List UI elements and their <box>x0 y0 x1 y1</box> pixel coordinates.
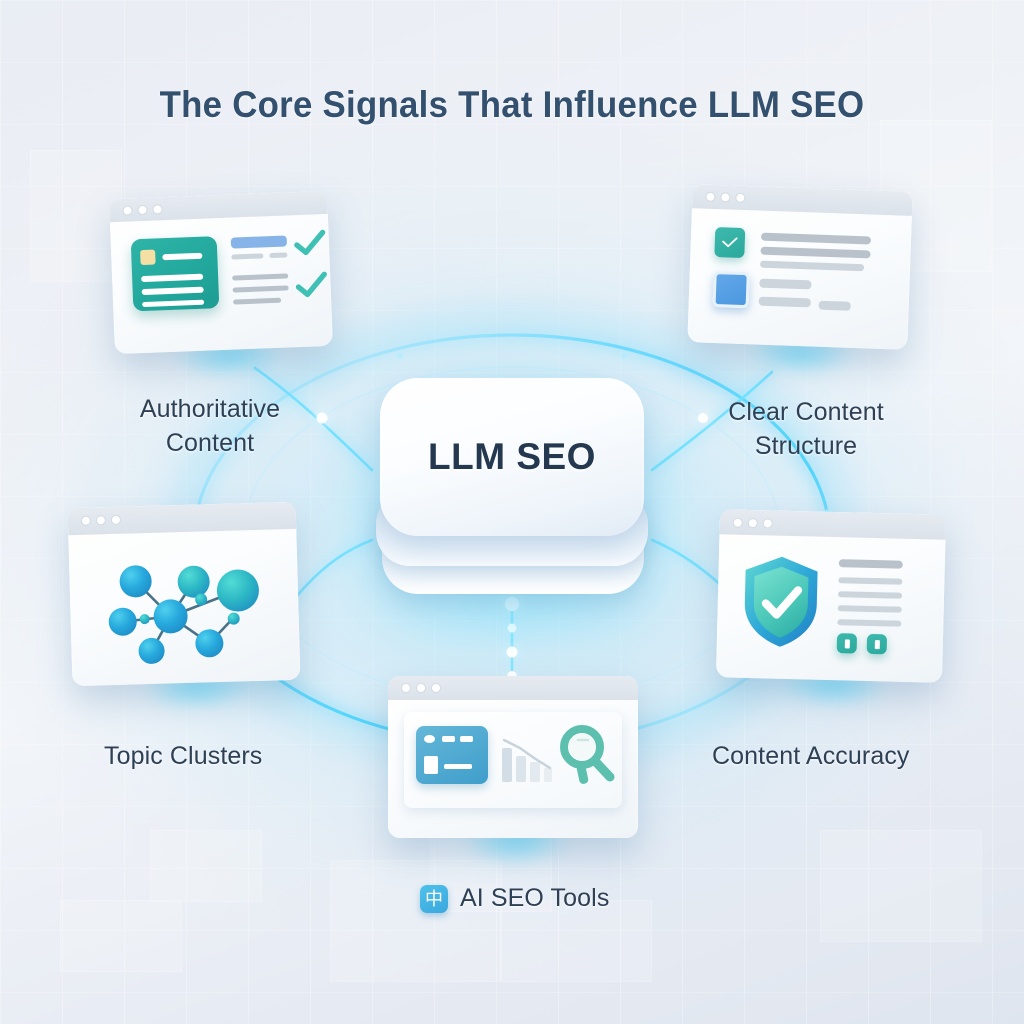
content-line <box>837 619 902 627</box>
content-line <box>758 296 811 308</box>
thumb-line <box>460 736 473 743</box>
window-dot <box>763 518 772 528</box>
content-line <box>141 273 204 283</box>
shield-check-icon <box>744 556 818 647</box>
window-dot <box>153 204 162 214</box>
content-line <box>838 577 903 585</box>
thumb-line <box>442 736 455 743</box>
badge-glyph <box>874 639 880 649</box>
content-line <box>838 559 903 569</box>
node-card-content-accuracy[interactable] <box>715 509 947 708</box>
checkbox-checked-icon <box>714 226 746 258</box>
node-card-ai-seo-tools[interactable] <box>388 676 638 864</box>
node-label-content-accuracy: Content Accuracy <box>712 742 910 770</box>
content-line <box>233 297 282 305</box>
window-dot <box>402 684 410 693</box>
window-dot <box>417 684 425 693</box>
window-dot <box>138 205 147 214</box>
highlight-line <box>230 235 288 249</box>
accent-square <box>140 249 156 266</box>
window-dot <box>432 684 440 693</box>
content-line <box>141 286 204 296</box>
small-badge-icon <box>836 633 858 654</box>
checkmark-icon <box>294 229 326 256</box>
node-label-ai-seo-tools: 中 AI SEO Tools <box>420 882 609 916</box>
blue-square-icon <box>712 270 750 308</box>
structured-layout-window-icon <box>687 184 913 350</box>
analytics-search-window-icon <box>388 676 638 838</box>
window-content <box>388 700 638 838</box>
center-node-face <box>380 378 644 536</box>
network-graph-window-icon <box>67 501 301 687</box>
node-card-topic-clusters[interactable] <box>67 501 301 711</box>
thumb-block <box>424 756 438 775</box>
node-label-topic-clusters: Topic Clusters <box>104 742 263 770</box>
node-label-clear-content-structure: Clear Content Structure <box>728 398 884 460</box>
content-line <box>232 273 289 281</box>
window-dot <box>111 516 121 525</box>
network-graph <box>108 565 259 664</box>
thumb-line <box>444 764 472 770</box>
window-dot <box>96 516 106 525</box>
content-line <box>162 252 203 261</box>
content-line <box>759 278 812 290</box>
content-line <box>232 285 289 293</box>
node-card-authoritative-content[interactable] <box>109 190 333 379</box>
window-dot <box>706 192 715 201</box>
window-dot <box>81 516 91 526</box>
window-dot <box>748 518 757 527</box>
window-content <box>110 214 333 354</box>
content-line <box>837 591 903 599</box>
content-line <box>759 260 865 271</box>
thumb-dot <box>424 735 435 744</box>
window-dot <box>736 193 745 202</box>
badge-glyph <box>844 639 850 649</box>
content-line <box>818 300 851 311</box>
window-titlebar <box>388 676 638 701</box>
window-dot <box>733 518 742 527</box>
ai-tools-badge-icon: 中 <box>420 884 448 913</box>
bar-chart-icon <box>502 739 552 783</box>
small-badge-icon <box>866 634 888 655</box>
content-line <box>231 253 264 260</box>
content-line <box>760 246 871 259</box>
node-card-clear-content-structure[interactable] <box>687 184 913 376</box>
shield-check-window-icon <box>715 509 947 683</box>
check-glyph <box>722 237 738 247</box>
checkmark-icon <box>295 271 327 298</box>
center-node-label: LLM SEO <box>428 436 596 477</box>
content-line <box>269 252 288 259</box>
page-title: The Core Signals That Influence LLM SEO <box>159 84 865 125</box>
window-dot <box>721 193 730 202</box>
document-window-with-checks-icon <box>109 190 333 355</box>
window-content <box>716 534 945 682</box>
magnifier-icon <box>560 725 615 785</box>
center-node-llm-seo[interactable]: LLM SEO <box>326 350 698 640</box>
window-content <box>68 529 300 687</box>
ai-seo-tools-text: AI SEO Tools <box>460 884 610 912</box>
window-dot <box>123 206 132 215</box>
window-content <box>687 208 912 350</box>
teal-content-block <box>130 236 220 312</box>
content-line <box>837 605 902 613</box>
inner-panel <box>404 712 622 809</box>
media-thumbnail <box>416 726 488 785</box>
content-line <box>760 232 872 245</box>
node-label-authoritative-content: Authoritative Content <box>139 395 281 457</box>
content-line <box>142 299 205 308</box>
